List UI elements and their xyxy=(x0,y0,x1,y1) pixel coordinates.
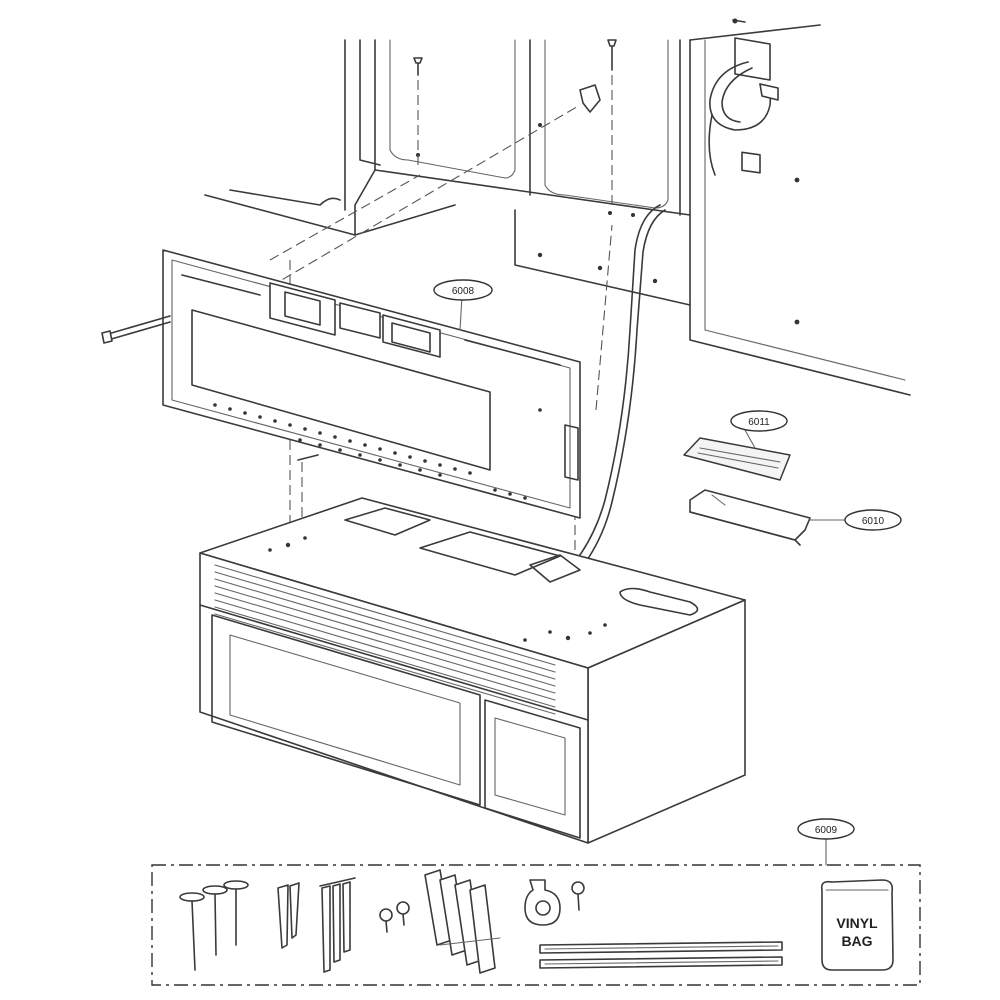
upper-cabinets xyxy=(204,39,691,306)
tape-strips xyxy=(539,941,783,969)
toggle-bolts xyxy=(319,877,356,973)
damper-body xyxy=(683,437,791,481)
right-wall xyxy=(689,18,911,396)
vinyl-bag-label-line2: BAG xyxy=(841,933,872,949)
power-plug xyxy=(759,83,779,101)
callout-6011: 6011 xyxy=(748,417,770,428)
callout-6008: 6008 xyxy=(452,286,475,297)
wall-anchors xyxy=(277,882,300,949)
oven-front xyxy=(199,552,589,844)
toggle-wings xyxy=(424,869,501,974)
toggle-bolt xyxy=(579,84,601,113)
vinyl-bag: VINYL BAG xyxy=(820,879,894,971)
control-panel xyxy=(484,699,581,839)
cabinet-door-left xyxy=(389,39,516,179)
hardware-kit: 6009 xyxy=(151,818,921,986)
small-screw xyxy=(297,454,319,461)
oven-door xyxy=(211,614,481,806)
cabinet-screws xyxy=(413,39,617,113)
cord-clamp xyxy=(524,879,585,926)
power-cord xyxy=(547,204,661,591)
exhaust-adapter-body xyxy=(689,489,811,541)
exhaust-opening xyxy=(619,587,699,616)
mounting-plate-holes xyxy=(213,403,542,500)
microwave-oven xyxy=(199,497,746,844)
mounting-plate-window xyxy=(191,309,491,471)
callout-6009-oval xyxy=(797,818,855,840)
callout-6009: 6009 xyxy=(815,825,838,836)
callout-6010-oval xyxy=(844,509,902,531)
exhaust-adapter: 6010 xyxy=(689,489,902,546)
small-screws xyxy=(379,901,410,933)
lag-bolt xyxy=(101,315,171,344)
callout-6011-oval xyxy=(730,410,788,432)
cabinet-bottom-edge xyxy=(204,169,691,236)
oven-window xyxy=(229,634,461,786)
vent-grille xyxy=(214,564,556,715)
vinyl-bag-label-line1: VINYL xyxy=(836,915,878,931)
callout-6008-oval xyxy=(433,279,493,301)
mounting-plate: 6008 xyxy=(162,249,581,519)
vinyl-bag-shape xyxy=(820,879,894,971)
callout-6010: 6010 xyxy=(862,516,885,527)
damper: 6011 xyxy=(683,410,791,481)
mounting-plate-outline xyxy=(162,249,581,519)
top-cutout xyxy=(344,507,431,536)
hardware-kit-border xyxy=(151,864,921,986)
wall-outlet xyxy=(734,37,771,81)
wood-screws xyxy=(179,880,249,971)
cabinet-door-right xyxy=(544,39,669,209)
